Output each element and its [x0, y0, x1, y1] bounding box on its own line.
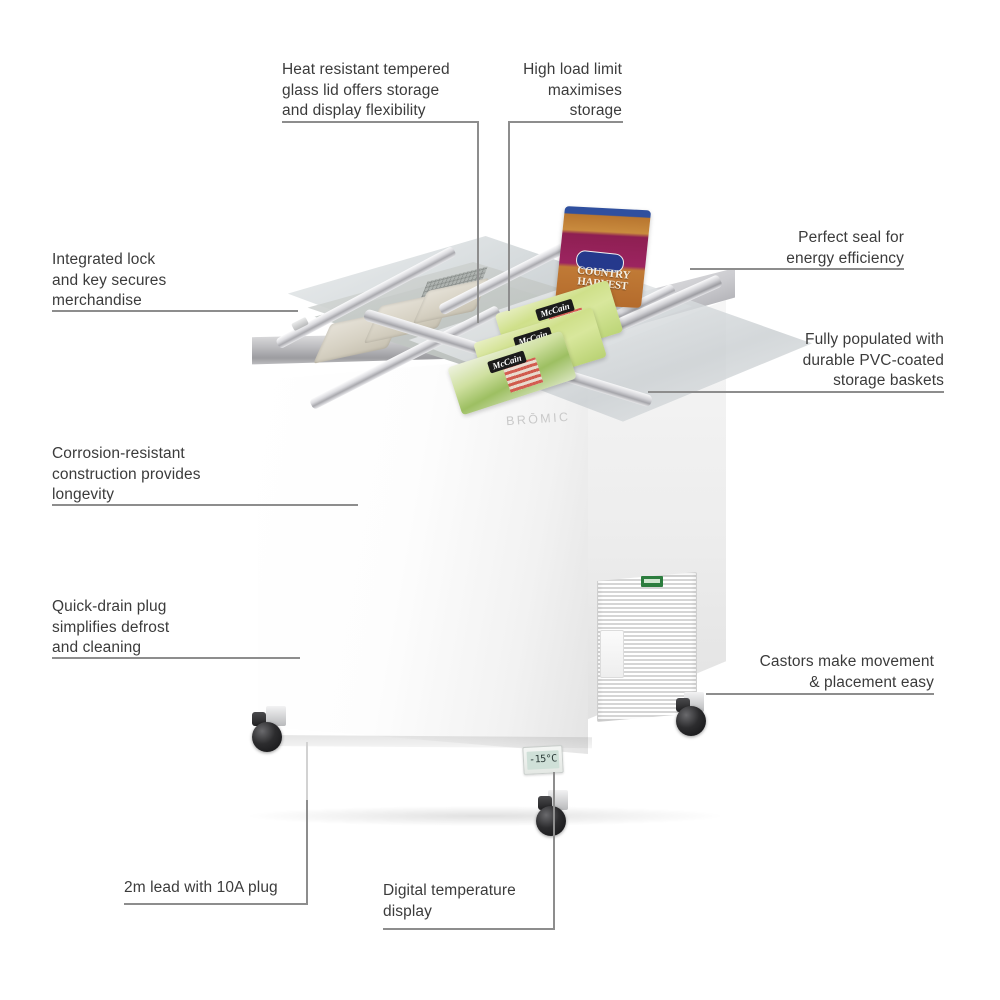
callout-glass-lid-label: Heat resistant tempered glass lid offers… [282, 61, 450, 119]
leader-line-power-lead-horizontal [124, 903, 308, 905]
leader-line-corrosion-resistant [52, 504, 358, 506]
cabinet-front-panel [258, 352, 588, 754]
leader-line-load-limit-horizontal [508, 121, 623, 123]
grille-access-panel [600, 630, 624, 678]
power-lead-cord [306, 742, 308, 800]
cabinet-bottom-shading [262, 735, 592, 749]
callout-perfect-seal-label: Perfect seal for energy efficiency [786, 229, 904, 267]
leader-line-digital-display-horizontal [383, 928, 555, 930]
grille-rating-label [641, 576, 663, 587]
leader-line-quick-drain-plug [52, 657, 300, 659]
leader-line-load-limit-vertical [508, 121, 510, 311]
castor-bracket [266, 706, 286, 726]
temperature-readout: -15°C [526, 750, 560, 770]
leader-line-perfect-seal [690, 268, 904, 270]
callout-power-lead-label: 2m lead with 10A plug [124, 879, 278, 896]
leader-line-glass-lid-horizontal [282, 121, 478, 123]
floor-shadow [250, 806, 720, 826]
callout-quick-drain-plug-label: Quick-drain plug simplifies defrost and … [52, 598, 170, 656]
leader-line-digital-display-vertical [553, 772, 555, 929]
castor-wheel [676, 706, 706, 736]
leader-line-lock-and-key [52, 310, 298, 312]
callout-load-limit-label: High load limit maximises storage [523, 61, 622, 119]
leader-line-power-lead-vertical [306, 800, 308, 904]
digital-temperature-display: -15°C [522, 744, 564, 776]
callout-castors-label: Castors make movement & placement easy [759, 653, 934, 691]
callout-corrosion-resistant-label: Corrosion-resistant construction provide… [52, 445, 201, 503]
callout-digital-display-label: Digital temperature display [383, 882, 516, 920]
leader-line-storage-baskets [648, 391, 944, 393]
castor-wheel [252, 722, 282, 752]
castor-wheel [536, 806, 566, 836]
leader-line-glass-lid-vertical [477, 121, 479, 323]
leader-line-castors [706, 693, 934, 695]
callout-storage-baskets-label: Fully populated with durable PVC-coated … [802, 331, 944, 389]
callout-lock-and-key-label: Integrated lock and key secures merchand… [52, 251, 167, 309]
